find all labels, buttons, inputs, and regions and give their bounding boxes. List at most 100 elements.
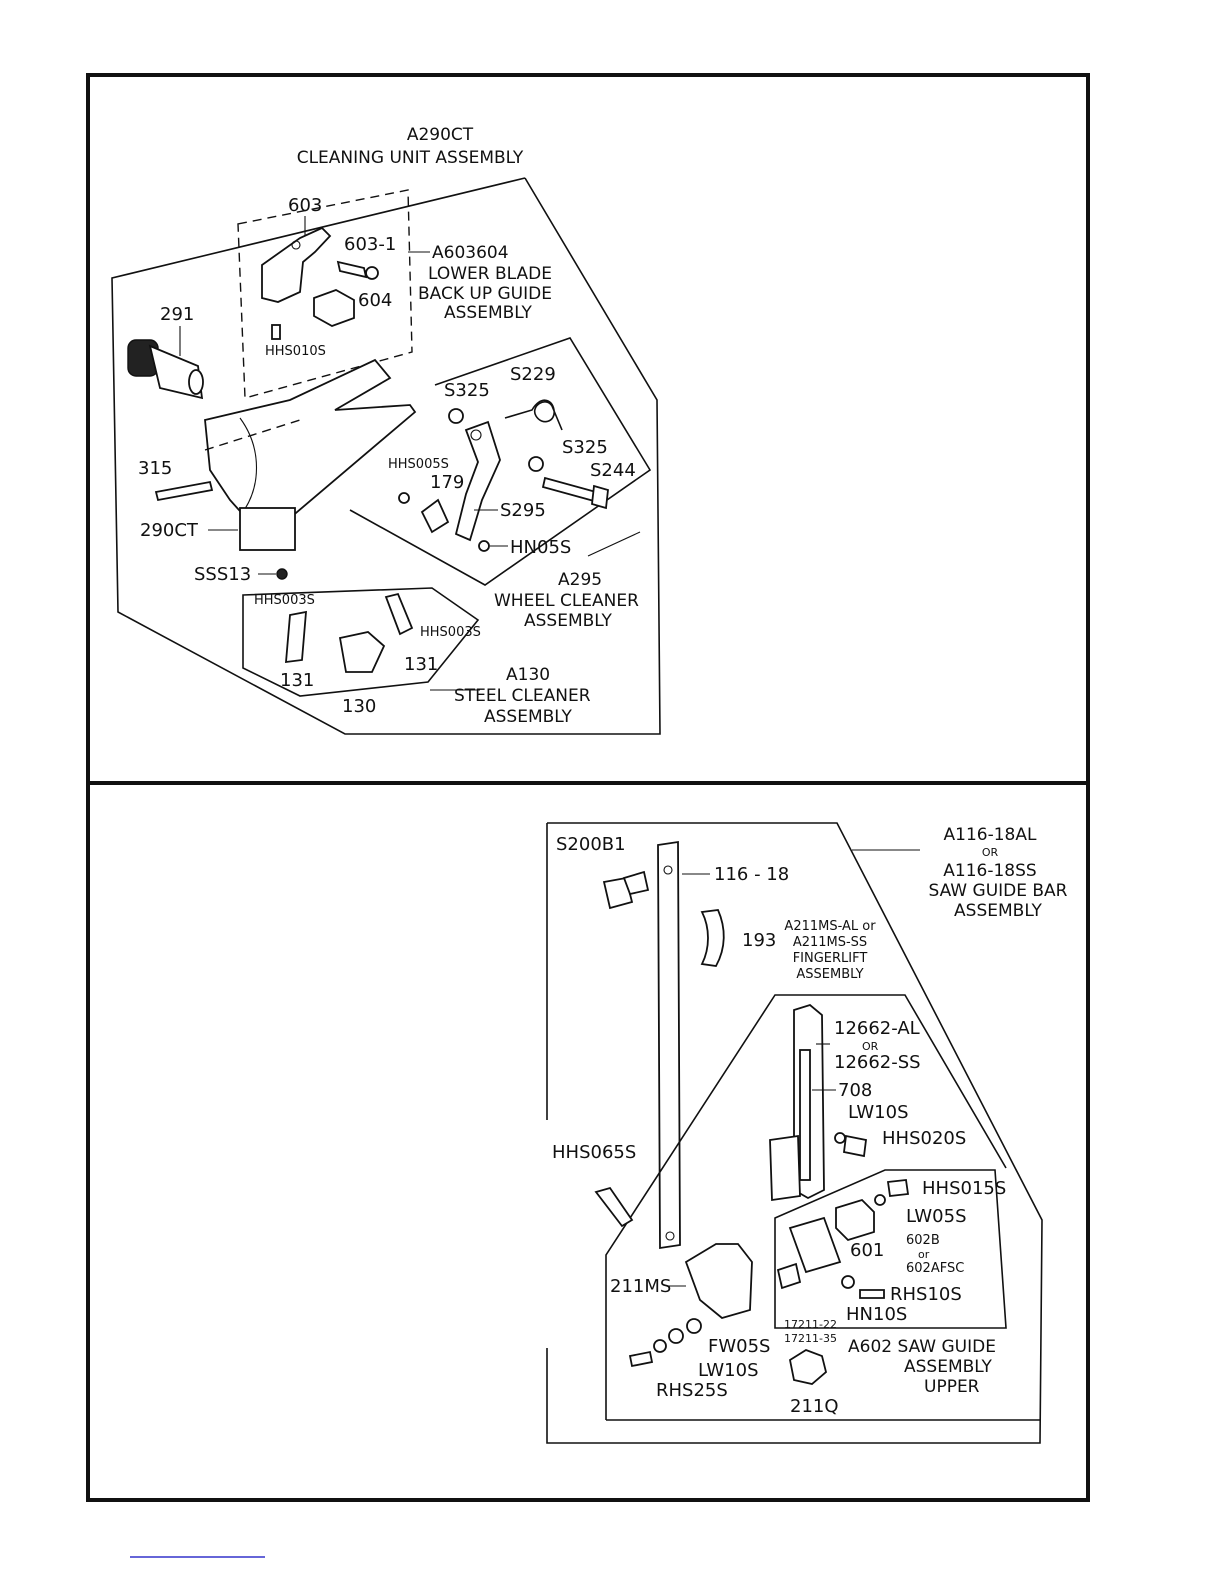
label-lw10s-b: LW10S (698, 1360, 759, 1381)
label-hn10s: HN10S (846, 1304, 907, 1325)
label-fw05s: FW05S (708, 1336, 770, 1357)
label-hn05s: HN05S (510, 537, 571, 558)
steel-cleaner-group-line3: ASSEMBLY (484, 707, 572, 727)
leader (587, 531, 641, 557)
screw-hhs020s (843, 1134, 867, 1158)
saw-guide-upper-outline (774, 1169, 1007, 1329)
washer-lw10s-a (834, 1132, 846, 1144)
label-hhs005s: HHS005S (388, 457, 449, 472)
blade-131-a (285, 610, 307, 664)
top-panel: A290CT CLEANING UNIT ASSEMBLY A603604 LO… (111, 125, 661, 735)
lower-blade-group-line3: BACK UP GUIDE (418, 284, 552, 304)
label-hhs003s-a: HHS003S (254, 593, 315, 608)
wheel-cleaner-group-line3: ASSEMBLY (524, 611, 612, 631)
assembly-title-line1: A290CT (407, 125, 474, 145)
knob-s200b1-neck (622, 870, 650, 896)
label-291: 291 (160, 304, 194, 325)
steel-cleaner-outline (242, 587, 480, 697)
label-hhs015s: HHS015S (922, 1178, 1006, 1199)
label-rhs10s: RHS10S (890, 1284, 962, 1305)
housing-290ct (204, 358, 417, 521)
label-211q: 211Q (790, 1396, 839, 1417)
saw-guide-bar-line2: OR (982, 846, 999, 859)
label-315: 315 (138, 458, 172, 479)
label-604: 604 (358, 290, 392, 311)
label-s200b1: S200B1 (556, 834, 626, 855)
cleaning-unit-outline (111, 177, 661, 735)
label-12662-al: 12662-AL (834, 1018, 920, 1039)
guide-601 (788, 1216, 842, 1274)
fingerlift-line1: A211MS-AL or (784, 919, 876, 934)
saw-guide-group-line3: UPPER (924, 1377, 980, 1397)
arm-hole (470, 429, 482, 441)
fingerlift-base (769, 1134, 801, 1202)
label-290ct: 290CT (140, 520, 199, 541)
housing-foot (239, 507, 296, 551)
steel-cleaner-group-line1: A130 (506, 665, 550, 685)
bolt-s244 (541, 476, 598, 503)
lower-blade-group-line1: A603604 (432, 243, 509, 263)
page-frame (86, 73, 1090, 1502)
blade-131-b (384, 592, 414, 636)
label-211ms: 211MS (610, 1276, 671, 1297)
label-or1: OR (862, 1040, 879, 1053)
block-211ms (684, 1243, 753, 1319)
lower-blade-group-line2: LOWER BLADE (428, 264, 552, 284)
pin-315 (154, 480, 214, 502)
label-131-a: 131 (280, 670, 314, 691)
block-604 (313, 289, 355, 327)
nut-hn05s (478, 540, 490, 552)
housing-curve (239, 417, 257, 517)
label-s244: S244 (590, 460, 636, 481)
bracket-130 (338, 631, 386, 673)
bracket-hole (291, 240, 301, 250)
label-s325-b: S325 (562, 437, 608, 458)
label-17211-35: 17211-35 (784, 1332, 837, 1345)
wheel-cleaner-group-line1: A295 (558, 570, 602, 590)
pad-179 (420, 498, 450, 534)
label-131-b: 131 (404, 654, 438, 675)
label-s229: S229 (510, 364, 556, 385)
axis-line (204, 419, 301, 451)
washer-fw05s-2 (668, 1328, 684, 1344)
washer-lw10s-b (653, 1339, 667, 1353)
knob-s200b1 (602, 876, 634, 910)
washer-fw05s (686, 1318, 702, 1334)
setscrew-sss13 (276, 568, 288, 580)
label-hhs065s: HHS065S (552, 1142, 636, 1163)
fingerlift-outline (605, 994, 1007, 1420)
screw-603-1 (336, 260, 368, 279)
screw-rhs25s (628, 1350, 654, 1368)
strip-708 (799, 1049, 811, 1181)
bracket-603 (261, 226, 332, 303)
fingerlift-line4: ASSEMBLY (796, 967, 863, 982)
washer-s325-b (528, 456, 544, 472)
lower-blade-group-line4: ASSEMBLY (444, 303, 532, 323)
fingerlift-line2: A211MS-SS (793, 935, 867, 950)
label-17211-22: 17211-22 (784, 1318, 837, 1331)
saw-guide-group-line2: ASSEMBLY (904, 1357, 992, 1377)
label-lw10s-a: LW10S (848, 1102, 909, 1123)
nut-hn10s (841, 1275, 855, 1289)
label-hhs020s: HHS020S (882, 1128, 966, 1149)
saw-guide-bar-line3: A116-18SS (943, 861, 1036, 881)
washer-s325-a (448, 408, 464, 424)
saw-guide-group-line1: A602 SAW GUIDE (848, 1337, 996, 1357)
label-130: 130 (342, 696, 376, 717)
screw-rhs10s (859, 1289, 885, 1299)
screw-hhs015s (886, 1179, 910, 1197)
label-sss13: SSS13 (194, 564, 251, 585)
label-lw05s: LW05S (906, 1206, 967, 1227)
label-179: 179 (430, 472, 464, 493)
wheel-cleaner-group-line2: WHEEL CLEANER (494, 591, 639, 611)
pad-193 (700, 909, 725, 967)
lower-blade-box (237, 189, 413, 399)
knob-211q (788, 1349, 828, 1385)
arm-s295 (454, 420, 501, 542)
guide-block-602b (835, 1198, 875, 1242)
label-rhs25s: RHS25S (656, 1380, 728, 1401)
saw-guide-bar-line4: SAW GUIDE BAR (929, 881, 1068, 901)
saw-guide-bar-outline (546, 822, 1043, 1444)
label-601: 601 (850, 1240, 884, 1261)
